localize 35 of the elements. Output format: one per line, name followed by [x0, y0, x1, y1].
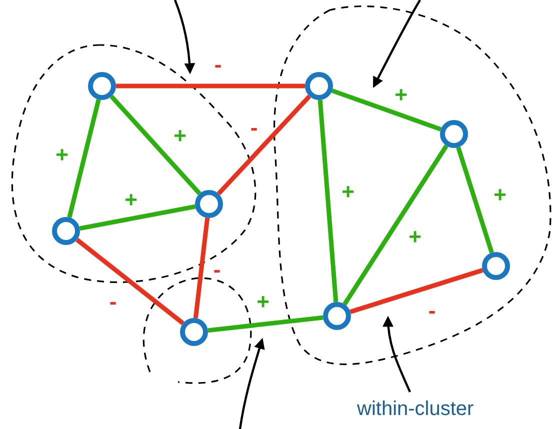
edge-label: - — [213, 54, 223, 76]
node-circle — [195, 190, 223, 218]
node-circle — [180, 318, 208, 346]
edge-line — [67, 99, 101, 218]
edge-line — [110, 94, 202, 196]
edge-line — [208, 315, 324, 333]
edge-line — [456, 146, 494, 254]
edge-line — [331, 88, 442, 132]
edge-line — [193, 218, 210, 318]
edge-label: + — [256, 291, 270, 313]
node-circle — [88, 72, 116, 100]
node-circle — [323, 302, 351, 330]
edge-label: - — [249, 117, 259, 139]
node-circle — [482, 252, 510, 280]
edge-line — [116, 84, 305, 88]
edge-label: - — [108, 291, 118, 313]
edge-line — [318, 100, 338, 302]
edge-label: + — [124, 189, 138, 211]
edge-label: + — [394, 84, 408, 106]
node-circle — [305, 72, 333, 100]
edge-label: + — [408, 226, 422, 248]
edge-line — [79, 204, 196, 231]
edge-label: + — [54, 144, 70, 166]
edge-line — [342, 144, 448, 306]
edge-label: - — [427, 300, 437, 322]
edge-line — [216, 94, 312, 196]
edge-label: + — [172, 125, 188, 147]
edge-line — [76, 238, 184, 326]
edge-label: - — [212, 259, 222, 281]
edge-line — [350, 268, 484, 314]
annotation-text: within-cluster — [357, 398, 474, 421]
node-circle — [440, 120, 468, 148]
node-circle — [52, 217, 80, 245]
edge-label: + — [340, 181, 356, 203]
edge-label: + — [492, 184, 508, 206]
